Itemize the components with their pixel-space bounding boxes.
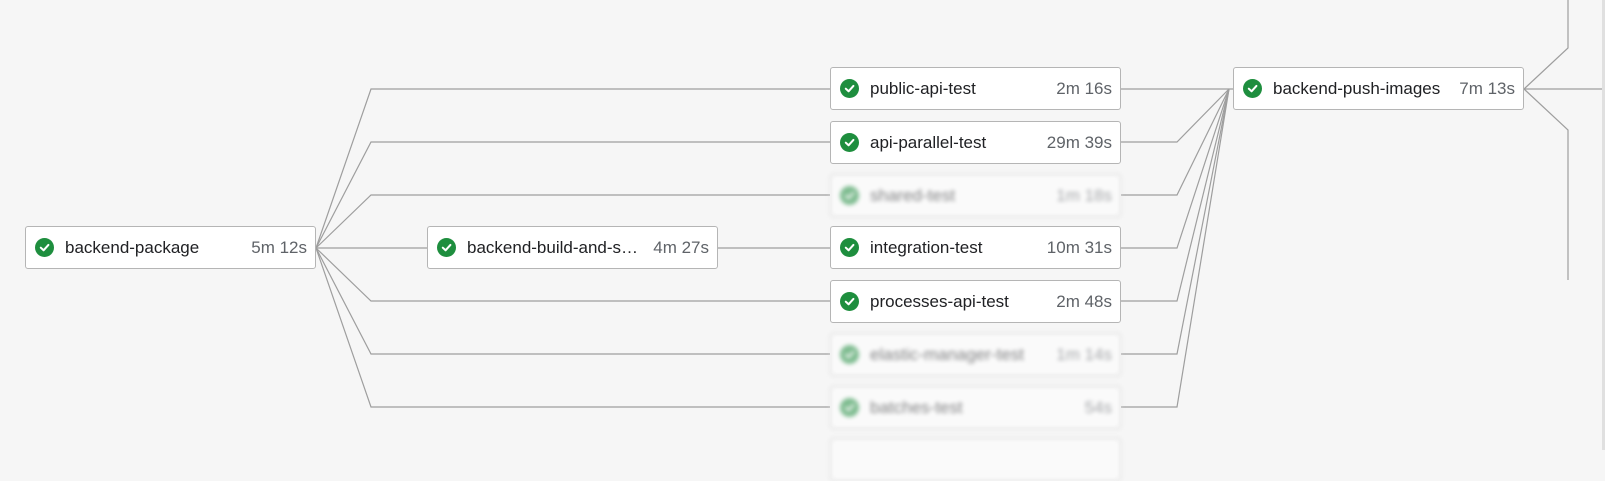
job-elastic-manager-test[interactable]: elastic-manager-test 1m 14s [830, 333, 1121, 376]
job-backend-push-images[interactable]: backend-push-images 7m 13s [1233, 67, 1524, 110]
success-check-icon [840, 133, 859, 152]
job-name: backend-push-images [1273, 78, 1441, 98]
job-duration: 54s [1084, 397, 1112, 417]
edge-test-to-push [1121, 88, 1230, 355]
job-api-parallel-test[interactable]: api-parallel-test 29m 39s [830, 121, 1121, 164]
success-check-icon [840, 186, 859, 205]
edge-test-to-push [1121, 88, 1230, 302]
job-duration: 2m 16s [1056, 78, 1112, 98]
job-name: processes-api-test [870, 291, 1009, 311]
success-check-icon [840, 79, 859, 98]
edge-package-to-test [315, 141, 830, 249]
job-integration-test[interactable]: integration-test 10m 31s [830, 226, 1121, 269]
job-name: public-api-test [870, 78, 976, 98]
edge-package-to-test [315, 88, 830, 249]
job-duration: 5m 12s [251, 237, 307, 257]
job-batches-test[interactable]: batches-test 54s [830, 386, 1121, 429]
job-duration: 2m 48s [1056, 291, 1112, 311]
job-name: backend-build-and-sa… [467, 237, 648, 257]
viewport-edge [1602, 0, 1605, 450]
edge-package-to-test [315, 247, 830, 355]
success-check-icon [840, 238, 859, 257]
dependency-edges [315, 0, 1605, 408]
job-name: batches-test [870, 397, 963, 417]
success-check-icon [1243, 79, 1262, 98]
job-name: api-parallel-test [870, 132, 987, 152]
job-name: integration-test [870, 237, 983, 257]
edge-test-to-push [1121, 88, 1230, 408]
edge-push-to-next [1523, 0, 1569, 90]
edge-package-to-test [315, 194, 830, 249]
job-shared-test[interactable]: shared-test 1m 18s [830, 174, 1121, 217]
success-check-icon [437, 238, 456, 257]
job-backend-build-and-save[interactable]: backend-build-and-sa… 4m 27s [427, 226, 718, 269]
edge-package-to-test [315, 247, 830, 302]
edge-test-to-push [1121, 88, 1230, 143]
edge-push-to-next [1523, 88, 1569, 280]
job-name: backend-package [65, 237, 200, 257]
edge-test-to-push [1121, 88, 1230, 196]
success-check-icon [35, 238, 54, 257]
job-name: elastic-manager-test [870, 344, 1025, 364]
job-duration: 1m 14s [1056, 344, 1112, 364]
edge-test-to-push [1121, 88, 1230, 249]
job-backend-package[interactable]: backend-package 5m 12s [25, 226, 316, 269]
job-partially-visible[interactable] [830, 438, 1121, 481]
job-processes-api-test[interactable]: processes-api-test 2m 48s [830, 280, 1121, 323]
success-check-icon [840, 292, 859, 311]
job-duration: 7m 13s [1459, 78, 1515, 98]
success-check-icon [840, 345, 859, 364]
success-check-icon [840, 398, 859, 417]
job-duration: 4m 27s [653, 237, 709, 257]
job-duration: 1m 18s [1056, 185, 1112, 205]
job-public-api-test[interactable]: public-api-test 2m 16s [830, 67, 1121, 110]
job-duration: 10m 31s [1046, 237, 1112, 257]
edge-package-to-test [315, 247, 830, 408]
job-duration: 29m 39s [1046, 132, 1112, 152]
job-name: shared-test [870, 185, 956, 205]
